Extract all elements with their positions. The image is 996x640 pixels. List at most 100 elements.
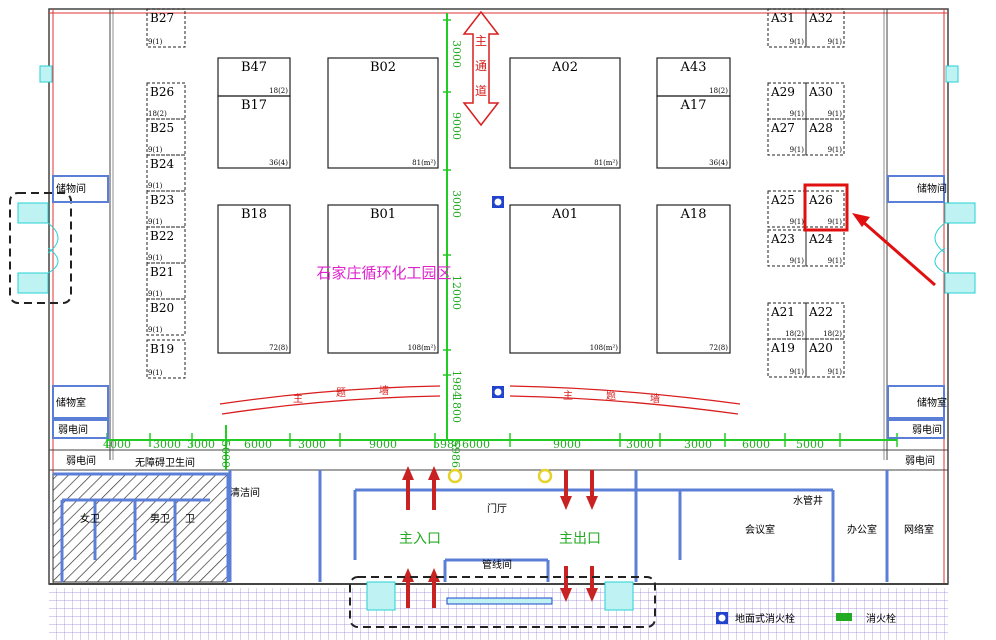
booth-area: 9(1) xyxy=(790,38,805,46)
toilet-block xyxy=(52,473,228,583)
booth-area: 9(1) xyxy=(790,110,805,118)
booth-b25 xyxy=(146,118,186,156)
main-gate xyxy=(349,576,656,628)
booth-area: 9(1) xyxy=(148,254,163,262)
booth-b01 xyxy=(327,204,439,354)
booth-area: 9(1) xyxy=(790,146,805,154)
booth-b26 xyxy=(146,82,186,120)
booth-b18 xyxy=(217,204,291,354)
aisle-dimension xyxy=(107,13,897,470)
booth-id: B18 xyxy=(241,207,267,222)
booth-area: 18(2) xyxy=(785,330,804,338)
booth-b24 xyxy=(146,154,186,192)
main-aisle-char-2: 通 xyxy=(475,59,487,73)
booth-area: 18(2) xyxy=(823,330,842,338)
dim-vertical-label: 1800 xyxy=(450,395,463,423)
booth-id: A22 xyxy=(808,305,833,319)
booth-b22 xyxy=(146,226,186,264)
weak-room-left-2: 弱电间 xyxy=(66,454,96,467)
booth-id: B17 xyxy=(241,98,267,113)
booth-id: A02 xyxy=(551,60,578,75)
booth-area: 9(1) xyxy=(790,257,805,265)
booth-area: 9(1) xyxy=(828,368,843,376)
booth-area: 108(m²) xyxy=(408,344,437,352)
main-aisle-char-3: 道 xyxy=(475,84,487,98)
booth-id: B20 xyxy=(150,301,174,315)
booth-a18 xyxy=(656,204,731,354)
main-entrance-label: 主入口 xyxy=(399,531,441,547)
storage-left-top: 储物间 xyxy=(56,182,86,195)
booth-area: 36(4) xyxy=(709,159,728,167)
booth-id: B21 xyxy=(150,265,174,279)
water-well: 水管井 xyxy=(793,494,823,507)
booth-id: A32 xyxy=(808,11,833,25)
booth-id: B22 xyxy=(150,229,174,243)
main-exit-label: 主出口 xyxy=(559,531,601,547)
dim-vertical-label: 1984 xyxy=(450,370,463,398)
booth-a28 xyxy=(805,118,845,156)
wall-char-1: 主 xyxy=(293,393,303,405)
toilet-walls xyxy=(53,472,230,582)
booth-area: 18(2) xyxy=(269,87,288,95)
booth-area: 18(2) xyxy=(148,110,167,118)
toilet-other: 卫 xyxy=(185,514,195,525)
booth-a17 xyxy=(656,95,731,169)
wall-char-5: 题 xyxy=(606,390,616,402)
booth-id: B47 xyxy=(241,60,267,75)
main-aisle-arrow-icon: 主 通 道 xyxy=(462,10,500,127)
booth-id: A18 xyxy=(680,207,707,222)
booth-id: B19 xyxy=(150,342,174,356)
lobby-label: 门厅 xyxy=(487,502,507,515)
booth-id: A21 xyxy=(770,305,795,319)
booth-a24 xyxy=(805,229,845,267)
booth-id: A25 xyxy=(770,193,795,207)
booth-area: 18(2) xyxy=(709,87,728,95)
booth-b17 xyxy=(217,95,291,169)
booth-id: A23 xyxy=(770,232,795,246)
dim-horizontal-label: 5000 xyxy=(796,438,824,451)
toilet-women: 女卫 xyxy=(80,512,100,525)
booth-id: B02 xyxy=(370,60,396,75)
storage-right-bottom: 储物室 xyxy=(917,396,947,409)
booth-id: A27 xyxy=(770,121,795,135)
callout-arrow-icon xyxy=(852,213,936,287)
booth-area: 9(1) xyxy=(148,369,163,377)
zone-label: 石家庄循环化工园区 xyxy=(316,264,451,282)
booth-id: A26 xyxy=(808,193,833,207)
booth-b27 xyxy=(146,8,186,48)
booth-area: 9(1) xyxy=(828,146,843,154)
booth-area: 9(1) xyxy=(148,290,163,298)
dim-vertical-label: 3000 xyxy=(450,190,463,218)
dim-horizontal-label: 6000 xyxy=(462,438,490,451)
booth-area: 9(1) xyxy=(828,218,843,226)
booth-id: A24 xyxy=(808,232,833,246)
booth-id: B27 xyxy=(150,11,174,25)
storage-left-bottom: 储物室 xyxy=(56,396,86,409)
booth-b20 xyxy=(146,298,186,336)
legend-extinguisher: 消火栓 xyxy=(866,612,896,625)
booth-area: 9(1) xyxy=(148,218,163,226)
booth-id: A17 xyxy=(680,98,707,113)
weak-room-left: 弱电间 xyxy=(58,423,88,436)
booth-id: B26 xyxy=(150,85,174,99)
booth-id: A29 xyxy=(770,85,795,99)
accessible-restroom: 无障碍卫生间 xyxy=(135,456,195,469)
weak-room-right-2: 弱电间 xyxy=(905,454,935,467)
legend: 地面式消火栓 消火栓 xyxy=(716,612,896,625)
booth-area: 108(m²) xyxy=(590,344,619,352)
dim-horizontal-label: 3000 xyxy=(187,438,215,451)
dim-small-label: 5986 xyxy=(449,440,462,468)
booth-area: 72(8) xyxy=(709,344,728,352)
dim-vertical-label: 9000 xyxy=(450,112,463,140)
booth-a02 xyxy=(509,57,621,169)
booth-id: B23 xyxy=(150,193,174,207)
booth-id: A20 xyxy=(808,341,833,355)
booth-area: 81(m²) xyxy=(594,159,618,167)
outdoor-grid xyxy=(49,588,948,640)
booth-area: 9(1) xyxy=(790,368,805,376)
booth-area: 9(1) xyxy=(828,110,843,118)
dim-horizontal-label: 3000 xyxy=(684,438,712,451)
dim-horizontal-label: 9000 xyxy=(369,438,397,451)
wall-char-6: 墙 xyxy=(650,392,660,405)
